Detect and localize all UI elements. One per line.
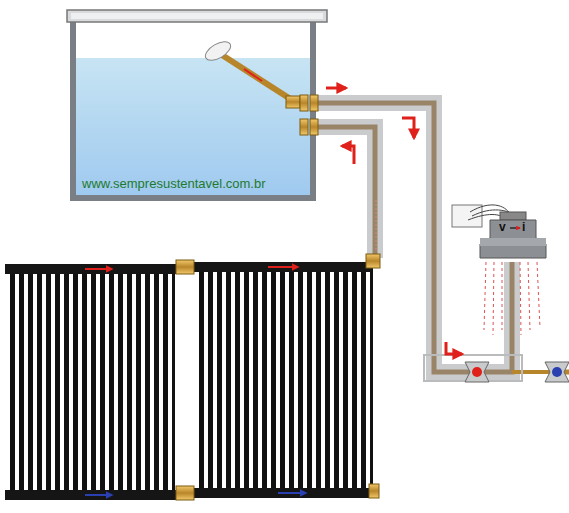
watermark: www.sempresustentavel.com.br	[82, 176, 266, 191]
float-valve	[202, 38, 300, 108]
electric-shower	[452, 205, 546, 335]
current-symbol: i	[522, 220, 525, 234]
voltage-symbol: v	[499, 220, 506, 234]
solar-collectors	[5, 254, 380, 500]
tank-fittings	[300, 95, 318, 135]
valves	[465, 362, 569, 382]
water-tank	[67, 10, 327, 198]
